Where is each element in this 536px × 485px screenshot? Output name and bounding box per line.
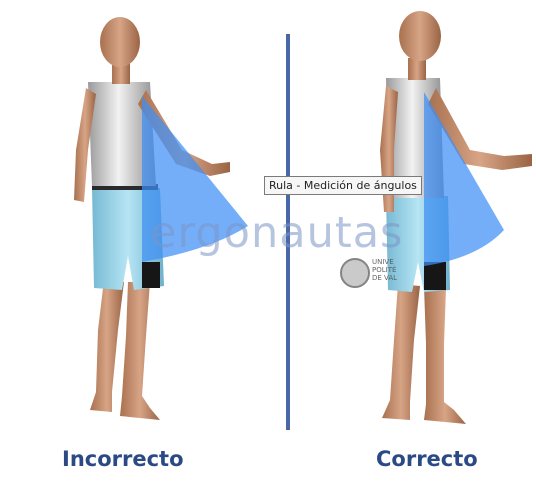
incorrect-label: Incorrecto <box>62 447 184 471</box>
tooltip: Rula - Medición de ángulos <box>264 176 422 195</box>
ergonautas-watermark: ergonautas <box>150 208 403 258</box>
university-text: UNIVE POLITÉ DE VAL <box>372 258 397 282</box>
university-seal-icon <box>340 258 370 288</box>
correct-label: Correcto <box>376 447 478 471</box>
